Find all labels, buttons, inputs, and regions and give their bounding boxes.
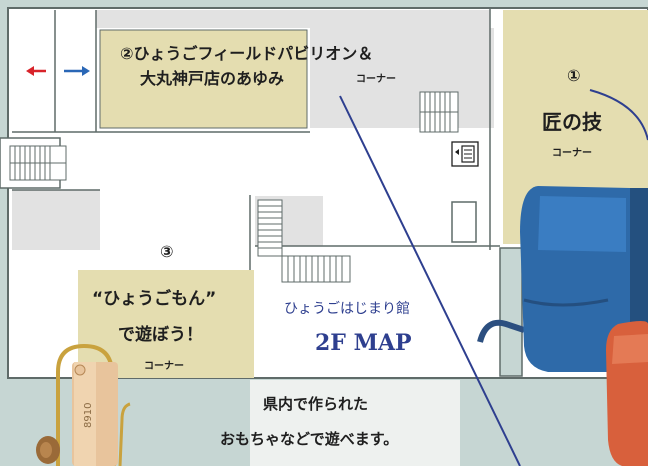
stairs-icon (281, 255, 351, 283)
pavilion-zone (99, 29, 308, 129)
toy-engraving: 8910 (83, 402, 94, 428)
takumi-corner-label: コーナー (552, 148, 592, 159)
stairs-icon (9, 145, 67, 181)
stairs-icon (419, 91, 459, 133)
pavilion-title-line1: ②ひょうごフィールドパビリオン＆ (120, 44, 374, 63)
caption-line2: おもちゃなどで遊べます。 (220, 430, 399, 448)
omocha-title-line2: で遊ぼう！ (118, 325, 203, 345)
lower-right-room (499, 247, 523, 377)
omocha-title-line1: “ひょうごもん” (92, 289, 217, 309)
red-left-arrow-icon (26, 66, 46, 76)
blue-right-arrow-icon (64, 66, 90, 76)
pavilion-title-line2: 大丸神戸店のあゆみ (140, 69, 285, 88)
building-name: ひょうごはじまり館 (284, 301, 410, 317)
omocha-number: ③ (160, 242, 174, 261)
red-bag-photo (606, 321, 648, 466)
small-room (451, 201, 477, 243)
upper-room (96, 10, 490, 28)
takumi-number: ① (567, 66, 581, 85)
caption-box (250, 380, 460, 466)
stairs-icon (257, 199, 283, 257)
pavilion-corner-label: コーナー (356, 74, 396, 85)
pointer-line (339, 95, 521, 466)
omocha-corner-label: コーナー (144, 361, 184, 372)
elevator-icon (451, 141, 479, 167)
caption-line1: 県内で作られた (263, 395, 369, 413)
pointer-line (589, 89, 648, 141)
upper-right-room (310, 28, 494, 128)
takumi-title: 匠の技 (542, 110, 602, 134)
toy-photo (36, 343, 131, 466)
left-room (12, 190, 100, 250)
map-title: 2F MAP (315, 330, 412, 356)
